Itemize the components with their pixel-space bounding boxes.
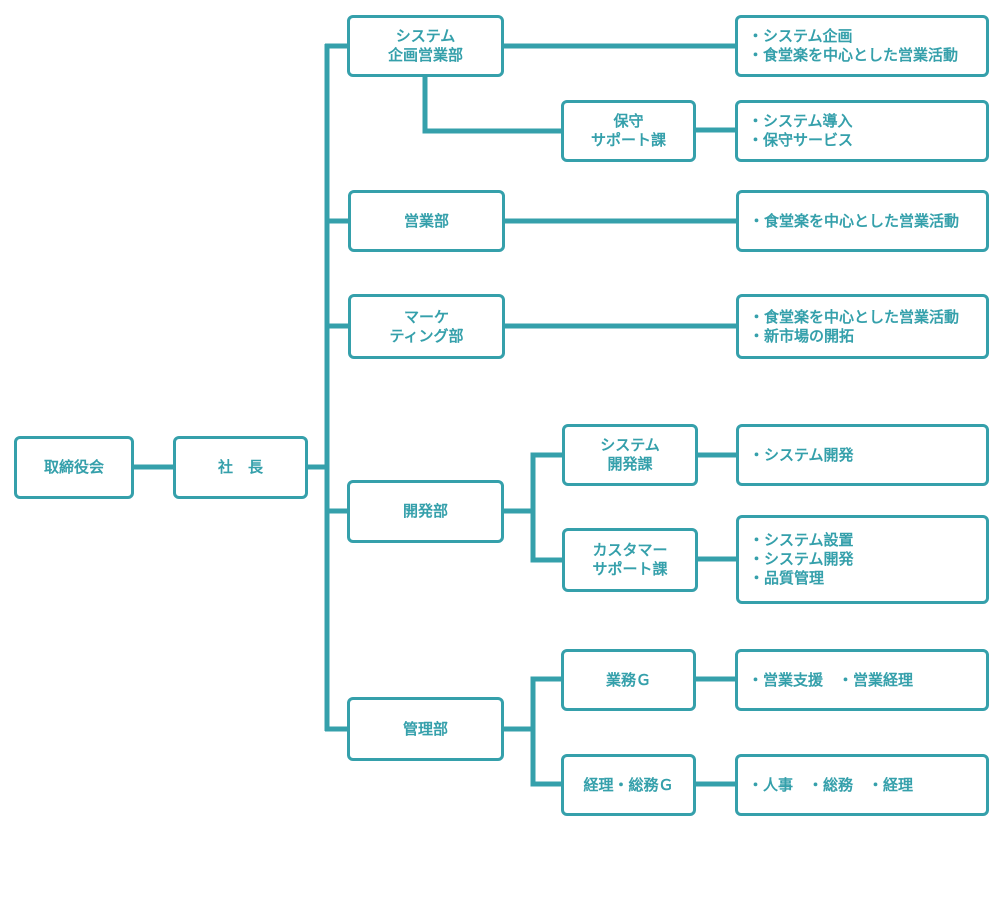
connector-management-groups bbox=[530, 676, 563, 787]
customer-support-section-label-line1: カスタマー bbox=[592, 541, 668, 559]
sys-planning-dept-label-line1: システム bbox=[395, 27, 456, 45]
sales-dept-box: 営業部 bbox=[348, 190, 505, 252]
development-dept-box: 開発部 bbox=[347, 480, 504, 543]
accounting-group-label: 経理・総務Ｇ bbox=[583, 775, 674, 794]
management-dept-box: 管理部 bbox=[347, 697, 504, 761]
accounting-group-duty-line1: ・人事 ・総務 ・経理 bbox=[748, 775, 914, 794]
sys-planning-duty-box: ・システム企画 ・食堂楽を中心とした営業活動 bbox=[735, 15, 989, 77]
maintenance-section-label-line2: サポート課 bbox=[590, 131, 666, 149]
marketing-dept-label-line1: マーケ bbox=[403, 307, 449, 326]
president-label: 社 長 bbox=[217, 458, 263, 476]
customer-support-duty-line2: ・システム開発 bbox=[749, 550, 854, 568]
business-group-duty-box: ・営業支援 ・営業経理 bbox=[735, 649, 989, 711]
maintenance-section-label-line1: 保守 bbox=[613, 112, 644, 130]
connector-sys-planning-maintenance bbox=[422, 76, 563, 134]
customer-support-duty-line1: ・システム設置 bbox=[749, 531, 854, 549]
business-group-box: 業務Ｇ bbox=[561, 649, 696, 711]
sys-dev-duty-box: ・システム開発 bbox=[736, 424, 989, 486]
sys-planning-dept-box: システム 企画営業部 bbox=[347, 15, 504, 77]
marketing-duty-line1: ・食堂楽を中心とした営業活動 bbox=[749, 307, 960, 326]
marketing-duty-line2: ・新市場の開拓 bbox=[749, 326, 855, 345]
sys-planning-dept-label-line2: 企画営業部 bbox=[387, 46, 463, 64]
marketing-dept-box: マーケ ティング部 bbox=[348, 294, 505, 359]
sys-planning-duty-line1: ・システム企画 bbox=[748, 27, 853, 45]
marketing-dept-label-line2: ティング部 bbox=[389, 326, 464, 345]
customer-support-section-label-line2: サポート課 bbox=[592, 560, 668, 578]
customer-support-duty-box: ・システム設置 ・システム開発 ・品質管理 bbox=[736, 515, 989, 604]
marketing-duty-box: ・食堂楽を中心とした営業活動 ・新市場の開拓 bbox=[736, 294, 989, 359]
maintenance-duty-line1: ・システム導入 bbox=[748, 112, 853, 130]
sales-dept-label: 営業部 bbox=[403, 211, 449, 230]
maintenance-duty-box: ・システム導入 ・保守サービス bbox=[735, 100, 989, 162]
development-dept-label: 開発部 bbox=[402, 502, 448, 520]
customer-support-duty-line3: ・品質管理 bbox=[749, 569, 825, 587]
accounting-group-box: 経理・総務Ｇ bbox=[561, 754, 696, 816]
management-dept-label: 管理部 bbox=[402, 719, 448, 738]
customer-support-section-box: カスタマー サポート課 bbox=[562, 528, 698, 592]
maintenance-duty-line2: ・保守サービス bbox=[748, 131, 854, 149]
sys-dev-duty-line1: ・システム開発 bbox=[749, 445, 854, 464]
president-box: 社 長 bbox=[173, 436, 308, 499]
sys-dev-section-label-line2: 開発課 bbox=[607, 455, 653, 473]
sys-planning-duty-line2: ・食堂楽を中心とした営業活動 bbox=[748, 46, 959, 64]
sys-dev-section-box: システム 開発課 bbox=[562, 424, 698, 486]
business-group-duty-line1: ・営業支援 ・営業経理 bbox=[748, 670, 914, 689]
sys-dev-section-label-line1: システム bbox=[600, 436, 660, 454]
board-box: 取締役会 bbox=[14, 436, 134, 499]
business-group-label: 業務Ｇ bbox=[605, 670, 651, 689]
sales-duty-line1: ・食堂楽を中心とした営業活動 bbox=[749, 211, 960, 230]
board-label: 取締役会 bbox=[43, 458, 104, 476]
maintenance-section-box: 保守 サポート課 bbox=[561, 100, 696, 162]
accounting-group-duty-box: ・人事 ・総務 ・経理 bbox=[735, 754, 989, 816]
sales-duty-box: ・食堂楽を中心とした営業活動 bbox=[736, 190, 989, 252]
connector-development-sections bbox=[530, 452, 563, 563]
